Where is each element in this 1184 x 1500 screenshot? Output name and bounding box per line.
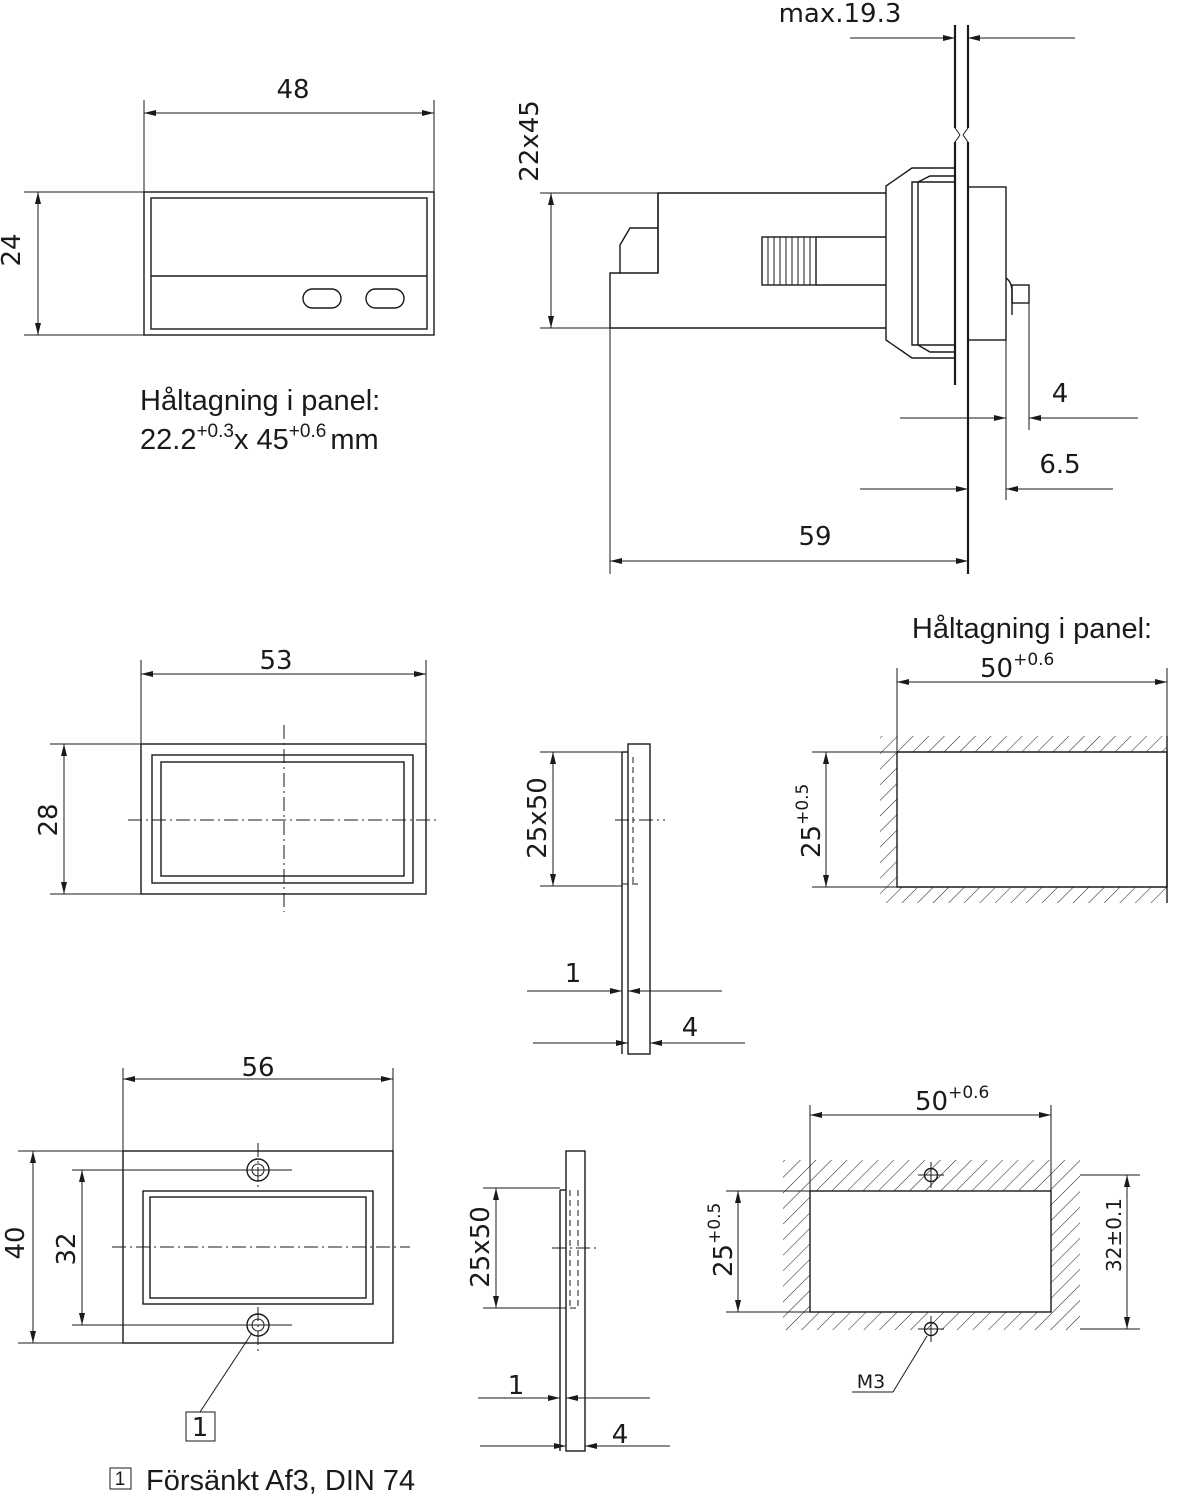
dim-1-a: 1 (565, 959, 582, 989)
dim-25-b: 25+0.5 (705, 1203, 739, 1277)
m3-label: M3 (857, 1371, 885, 1393)
dim-25x50-b: 25x50 (466, 1206, 496, 1288)
dim-48: 48 (276, 75, 309, 105)
button-left (302, 288, 342, 309)
dim-25-a: 25+0.5 (793, 784, 827, 858)
dim-6-5: 6.5 (1039, 450, 1080, 480)
dim-59: 59 (798, 522, 831, 552)
dim-4-a: 4 (682, 1013, 699, 1043)
callout-box-1 (185, 1411, 216, 1442)
cutout-x: x 45 (234, 424, 289, 456)
legend-text: Försänkt Af3, DIN 74 (146, 1465, 415, 1497)
dim-50-b: 50+0.6 (915, 1083, 989, 1117)
dim-50-a: 50+0.6 (980, 650, 1054, 684)
cutout-width-tol: +0.3 (196, 421, 234, 442)
legend-box (109, 1467, 132, 1490)
cutout-height-tol: +0.6 (289, 421, 327, 442)
dim-40: 40 (1, 1226, 31, 1259)
panel-cutout-view-2: 50+0.6 25+0.5 32±0.1 M3 (705, 1083, 1140, 1393)
cutout-width: 22.2 (140, 424, 196, 456)
panel-cutout-label-2: Håltagning i panel: (912, 613, 1152, 645)
panel-cutout-label-1: Håltagning i panel: (140, 385, 380, 417)
frame-side-view-1: 25x50 1 4 (523, 743, 745, 1055)
frame-view-53x28: 53 28 (34, 646, 440, 912)
dim-4-c: 4 (612, 1420, 629, 1450)
dim-53: 53 (259, 646, 292, 676)
dim-max-19-3: max.19.3 (779, 0, 902, 29)
dim-1-b: 1 (508, 1371, 525, 1401)
dim-32: 32 (52, 1232, 82, 1265)
button-right (365, 288, 405, 309)
side-view: 22x45 max.19.3 4 6.5 59 (515, 0, 1138, 574)
dim-56: 56 (241, 1053, 274, 1083)
frame-side-view-2: 25x50 1 4 (466, 1150, 670, 1452)
dim-22x45: 22x45 (515, 100, 545, 182)
dim-28: 28 (34, 803, 64, 836)
dim-32-tol: 32±0.1 (1102, 1198, 1126, 1272)
panel-cutout-view-1: Håltagning i panel: 50+0.6 25+0.5 (793, 613, 1168, 903)
dim-4-side: 4 (1052, 379, 1069, 409)
frame-view-56x40: 56 40 32 1 (1, 1053, 410, 1443)
dim-25x50-a: 25x50 (523, 777, 553, 859)
cutout-unit: mm (330, 424, 378, 456)
dim-24: 24 (0, 233, 27, 266)
callout-1: 1 (192, 1413, 209, 1443)
legend-number: 1 (115, 1469, 126, 1490)
front-view-48x24: 48 24 (0, 75, 435, 336)
